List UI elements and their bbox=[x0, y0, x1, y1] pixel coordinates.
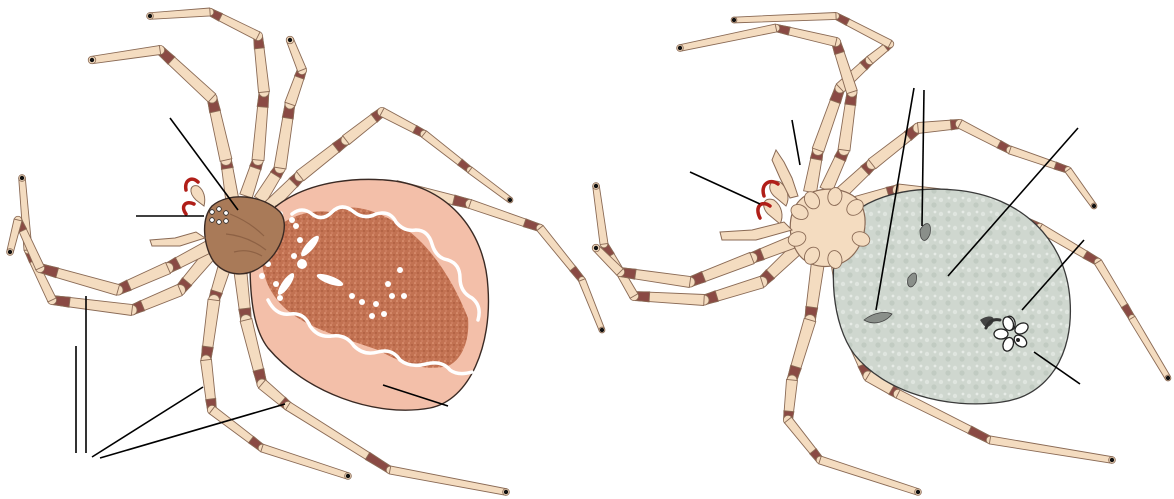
spot bbox=[291, 253, 297, 259]
claw-icon bbox=[1166, 376, 1170, 380]
leg-segment bbox=[579, 279, 605, 331]
claw-icon bbox=[504, 490, 508, 494]
spot bbox=[385, 281, 391, 287]
spot bbox=[273, 281, 279, 287]
spot bbox=[389, 293, 395, 299]
claw-icon bbox=[288, 38, 292, 42]
spot bbox=[397, 267, 403, 273]
leg-segment bbox=[819, 456, 919, 495]
leader-line bbox=[92, 387, 203, 457]
leg-segment bbox=[679, 24, 776, 51]
claw-icon bbox=[508, 198, 512, 202]
dorsal-abdomen bbox=[250, 179, 489, 410]
claw-icon bbox=[594, 246, 598, 250]
leg-segment bbox=[1129, 316, 1170, 379]
leg-segment bbox=[593, 186, 608, 245]
claw-icon bbox=[8, 250, 12, 254]
ventral-view bbox=[592, 13, 1171, 496]
leg-segment bbox=[7, 219, 22, 253]
spot bbox=[401, 293, 407, 299]
claw-icon bbox=[1092, 204, 1096, 208]
leader-line bbox=[690, 172, 760, 204]
claw-icon bbox=[600, 328, 604, 332]
leader-line bbox=[100, 404, 285, 458]
spot bbox=[359, 299, 365, 305]
dorsal-view bbox=[7, 8, 605, 495]
spot bbox=[373, 301, 379, 307]
leader-line bbox=[792, 120, 800, 165]
claw-icon bbox=[346, 474, 350, 478]
claw-icon bbox=[1110, 458, 1114, 462]
spot bbox=[297, 237, 303, 243]
leg-segment bbox=[989, 436, 1112, 463]
spot bbox=[293, 223, 299, 229]
spot bbox=[381, 311, 387, 317]
spot bbox=[277, 295, 283, 301]
leg-segment bbox=[389, 466, 506, 495]
leg bbox=[88, 45, 238, 199]
claw-icon bbox=[20, 176, 24, 180]
leg-segment bbox=[1065, 168, 1096, 208]
leg-segment bbox=[150, 8, 210, 19]
claw-icon bbox=[148, 14, 152, 18]
spot bbox=[369, 313, 375, 319]
claw-icon bbox=[916, 490, 920, 494]
claw-icon bbox=[732, 18, 736, 22]
leg-segment bbox=[91, 46, 160, 64]
claw-icon bbox=[678, 46, 682, 50]
spot bbox=[259, 273, 265, 279]
spot bbox=[289, 217, 295, 223]
claw-icon bbox=[90, 58, 94, 62]
claw-icon bbox=[594, 184, 598, 188]
leg-segment bbox=[468, 167, 512, 202]
fang-icon bbox=[184, 203, 194, 214]
spinneret bbox=[994, 329, 1008, 339]
spot bbox=[349, 293, 355, 299]
leg-segment bbox=[734, 13, 836, 23]
leg-segment bbox=[261, 444, 349, 479]
